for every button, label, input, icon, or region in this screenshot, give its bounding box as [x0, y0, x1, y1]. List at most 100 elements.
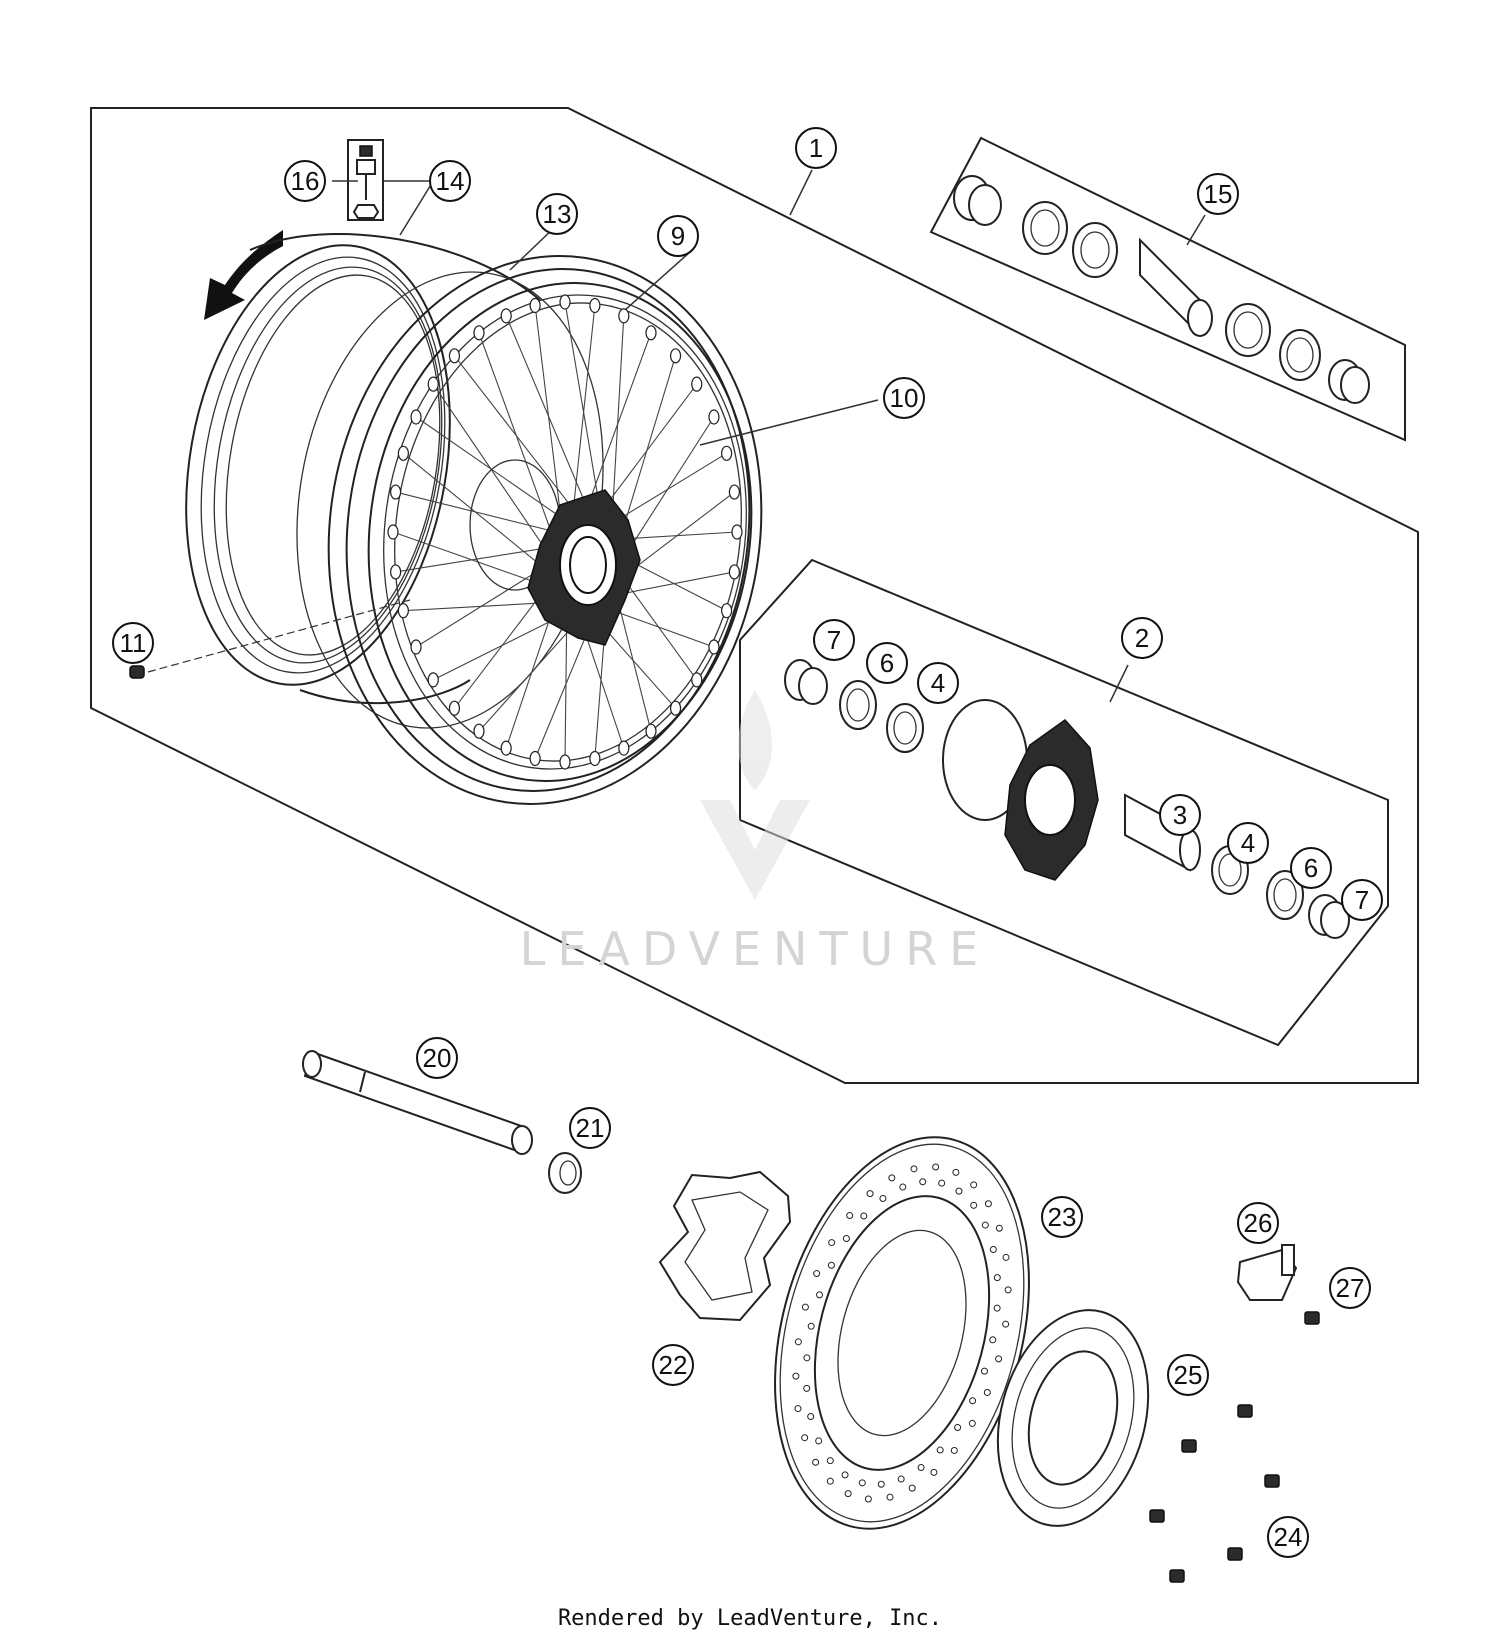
valve-kit: [347, 139, 384, 221]
spoke: [582, 332, 652, 521]
disc-hole: [828, 1239, 836, 1247]
svg-text:6: 6: [880, 648, 894, 678]
svg-text:4: 4: [1241, 828, 1255, 858]
disc-hole: [827, 1261, 835, 1269]
spoke-nipple: [559, 294, 571, 310]
disc-hole: [919, 1178, 927, 1186]
disc-hole: [794, 1405, 802, 1413]
spoke-nipple: [410, 639, 422, 655]
spoke-nipple: [473, 723, 485, 739]
svg-text:25: 25: [1174, 1360, 1203, 1390]
rotation-arrow-icon: [204, 230, 283, 320]
callout-2: 2: [1121, 617, 1163, 659]
disc-hole: [984, 1200, 992, 1208]
spoke-nipple: [390, 484, 402, 500]
svg-text:27: 27: [1336, 1273, 1365, 1303]
disc-hole: [858, 1479, 866, 1487]
svg-text:23: 23: [1048, 1202, 1077, 1232]
callout-27: 27: [1329, 1267, 1371, 1309]
spoke-nipple: [721, 603, 733, 619]
group-15-parts: [953, 175, 1370, 404]
disc-hole: [908, 1484, 916, 1492]
watermark-logo: [700, 690, 810, 900]
disc-hole: [813, 1270, 821, 1278]
spoke-nipple: [387, 524, 399, 540]
spoke-nipple: [529, 750, 541, 767]
svg-text:24: 24: [1274, 1522, 1303, 1552]
callout-10: 10: [883, 377, 925, 419]
leader-lines: [332, 169, 1206, 703]
callout-21: 21: [569, 1107, 611, 1149]
disc-hole: [860, 1212, 868, 1220]
callout-9: 9: [657, 215, 699, 257]
disc-hole: [879, 1195, 887, 1203]
wheel-hub: [469, 459, 641, 646]
disc-hole: [950, 1446, 958, 1454]
spoke-nipple: [500, 740, 512, 756]
watermark-text: LEADVENTURE: [520, 922, 991, 976]
spoke-nipple: [427, 672, 439, 688]
disc-hole: [792, 1372, 800, 1380]
disc-hole: [877, 1480, 885, 1488]
disc-hole: [910, 1165, 918, 1173]
svg-text:21: 21: [576, 1113, 605, 1143]
disc-hole: [1004, 1286, 1012, 1294]
spoke: [395, 545, 556, 573]
disc-hole: [989, 1336, 997, 1344]
disc-hole: [826, 1477, 834, 1485]
svg-text:1: 1: [809, 133, 823, 163]
disc-hole: [864, 1495, 872, 1503]
abs-sensor-ring: [996, 1309, 1150, 1527]
spoke-nipple: [589, 297, 601, 314]
svg-text:2: 2: [1135, 623, 1149, 653]
disc-hole: [993, 1274, 1001, 1282]
spoke-nipple: [691, 672, 703, 688]
brake-disc: [774, 1136, 1030, 1530]
disc-hole: [815, 1437, 823, 1445]
callout-20: 20: [416, 1037, 458, 1079]
disc-hole: [968, 1419, 976, 1427]
disc-hole: [969, 1397, 977, 1405]
callout-22: 22: [652, 1344, 694, 1386]
spoke: [478, 332, 557, 546]
disc-hole: [794, 1338, 802, 1346]
bolts-24: [1149, 1404, 1280, 1583]
spoke: [395, 491, 563, 535]
spoke: [403, 452, 555, 577]
rim: [327, 255, 763, 805]
spoke-nipple: [559, 754, 571, 770]
disc-hole: [897, 1475, 905, 1483]
disc-hole: [816, 1291, 824, 1299]
disc-hole: [801, 1303, 809, 1311]
callout-4a: 4: [917, 662, 959, 704]
callout-14: 14: [429, 160, 471, 202]
disc-hole: [1002, 1253, 1010, 1261]
disc-carrier-inner: [684, 1191, 769, 1301]
spoke-nipple: [669, 700, 682, 716]
svg-text:13: 13: [543, 199, 572, 229]
disc-hole: [807, 1412, 815, 1420]
spoke-nipple: [728, 484, 740, 500]
disc-hole: [844, 1490, 852, 1498]
svg-text:4: 4: [931, 668, 945, 698]
spoke: [415, 561, 554, 648]
svg-text:26: 26: [1244, 1208, 1273, 1238]
spoke-nipple: [645, 325, 657, 341]
callout-1: 1: [795, 127, 837, 169]
svg-text:22: 22: [659, 1350, 688, 1380]
callout-13: 13: [536, 193, 578, 235]
disc-hole: [899, 1183, 907, 1191]
disc-hole: [954, 1423, 962, 1431]
group-1-outline: [90, 107, 1419, 1084]
svg-text:16: 16: [291, 166, 320, 196]
callout-3: 3: [1159, 794, 1201, 836]
wheel-speed-sensor: [1236, 1244, 1320, 1325]
footer-credit: Rendered by LeadVenture, Inc.: [557, 1606, 943, 1631]
svg-text:7: 7: [827, 625, 841, 655]
callout-4b: 4: [1227, 822, 1269, 864]
spoke-nipple: [728, 564, 740, 580]
spoke-nipple: [645, 723, 657, 739]
disc-hole: [803, 1384, 811, 1392]
bolt-11: [129, 599, 411, 679]
